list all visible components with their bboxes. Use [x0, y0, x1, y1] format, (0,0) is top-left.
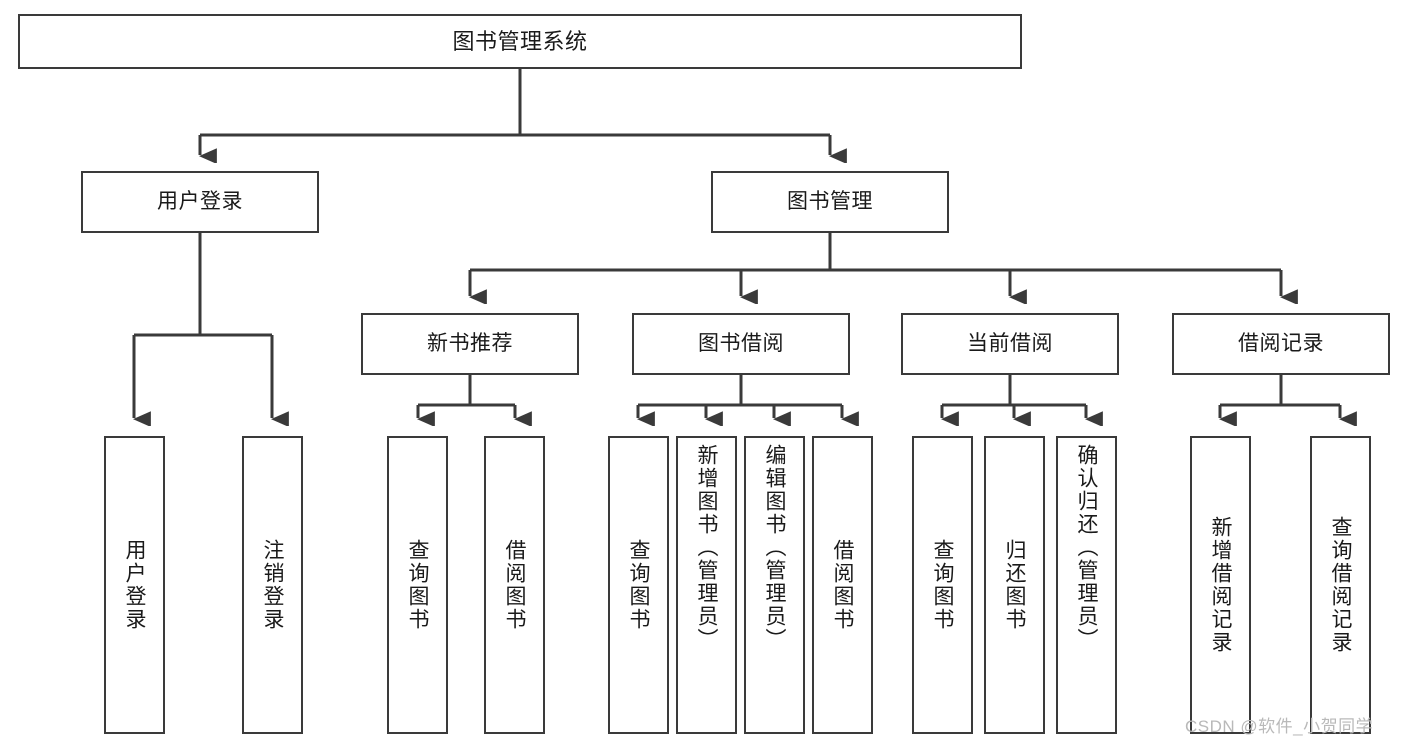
node-leaf-bb-query-label: 查询图书 [627, 539, 650, 631]
node-borrow-record-label: 借阅记录 [1238, 331, 1324, 355]
node-current-borrow-label: 当前借阅 [967, 331, 1053, 355]
node-leaf-nbr-borrow[interactable]: 借阅图书 [484, 436, 545, 734]
csdn-watermark: CSDN @软件_小贺同学 [1185, 717, 1374, 736]
node-leaf-bb-edit-label: 编辑图书（管理员） [763, 444, 786, 651]
node-new-book-recommend-label: 新书推荐 [427, 331, 513, 355]
node-user-login-label: 用户登录 [157, 189, 243, 213]
node-leaf-nbr-borrow-label: 借阅图书 [503, 539, 526, 631]
node-leaf-bb-add[interactable]: 新增图书（管理员） [676, 436, 737, 734]
node-leaf-nbr-query[interactable]: 查询图书 [387, 436, 448, 734]
node-leaf-cb-query-label: 查询图书 [931, 539, 954, 631]
node-leaf-user-logout[interactable]: 注销登录 [242, 436, 303, 734]
node-leaf-br-add-label: 新增借阅记录 [1209, 516, 1232, 654]
node-leaf-cb-confirm-label: 确认归还（管理员） [1075, 444, 1098, 651]
node-leaf-user-logout-label: 注销登录 [261, 539, 284, 631]
node-book-manage-label: 图书管理 [787, 189, 873, 213]
node-leaf-cb-return-label: 归还图书 [1003, 539, 1026, 631]
node-leaf-bb-add-label: 新增图书（管理员） [695, 444, 718, 651]
node-root[interactable]: 图书管理系统 [18, 14, 1022, 69]
node-leaf-cb-return[interactable]: 归还图书 [984, 436, 1045, 734]
node-book-borrow-label: 图书借阅 [698, 331, 784, 355]
node-leaf-br-query-label: 查询借阅记录 [1329, 516, 1352, 654]
node-leaf-br-query[interactable]: 查询借阅记录 [1310, 436, 1371, 734]
node-leaf-bb-query[interactable]: 查询图书 [608, 436, 669, 734]
node-book-borrow[interactable]: 图书借阅 [632, 313, 850, 375]
node-leaf-user-login[interactable]: 用户登录 [104, 436, 165, 734]
node-user-login[interactable]: 用户登录 [81, 171, 319, 233]
node-leaf-br-add[interactable]: 新增借阅记录 [1190, 436, 1251, 734]
node-current-borrow[interactable]: 当前借阅 [901, 313, 1119, 375]
node-leaf-nbr-query-label: 查询图书 [406, 539, 429, 631]
node-book-manage[interactable]: 图书管理 [711, 171, 949, 233]
node-leaf-cb-query[interactable]: 查询图书 [912, 436, 973, 734]
node-borrow-record[interactable]: 借阅记录 [1172, 313, 1390, 375]
node-new-book-recommend[interactable]: 新书推荐 [361, 313, 579, 375]
node-leaf-cb-confirm[interactable]: 确认归还（管理员） [1056, 436, 1117, 734]
node-root-label: 图书管理系统 [452, 28, 588, 54]
node-leaf-bb-borrow[interactable]: 借阅图书 [812, 436, 873, 734]
node-leaf-bb-edit[interactable]: 编辑图书（管理员） [744, 436, 805, 734]
node-leaf-user-login-label: 用户登录 [123, 539, 146, 631]
node-leaf-bb-borrow-label: 借阅图书 [831, 539, 854, 631]
